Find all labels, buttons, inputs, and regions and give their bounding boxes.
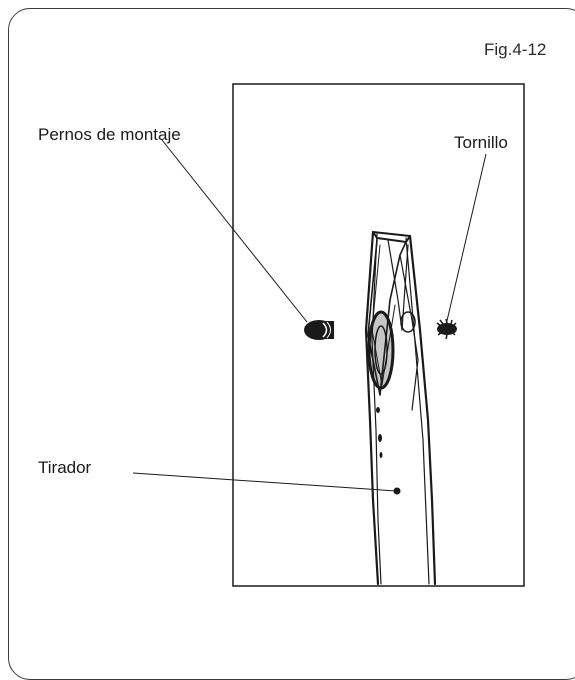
leader-line-pernos — [161, 139, 308, 323]
label-screw: Tornillo — [454, 133, 508, 152]
leader-line-tornillo — [445, 153, 487, 326]
handle-drawing — [364, 230, 437, 586]
leader-line-tirador — [132, 472, 397, 492]
label-mounting-bolts: Pernos de montaje — [38, 125, 181, 144]
label-handle: Tirador — [38, 458, 92, 477]
screw-icon — [436, 318, 457, 340]
mounting-bolt-icon — [304, 320, 334, 340]
figure-number: Fig.4-12 — [484, 40, 547, 59]
illustration-frame — [232, 83, 525, 587]
illustration — [132, 83, 525, 587]
